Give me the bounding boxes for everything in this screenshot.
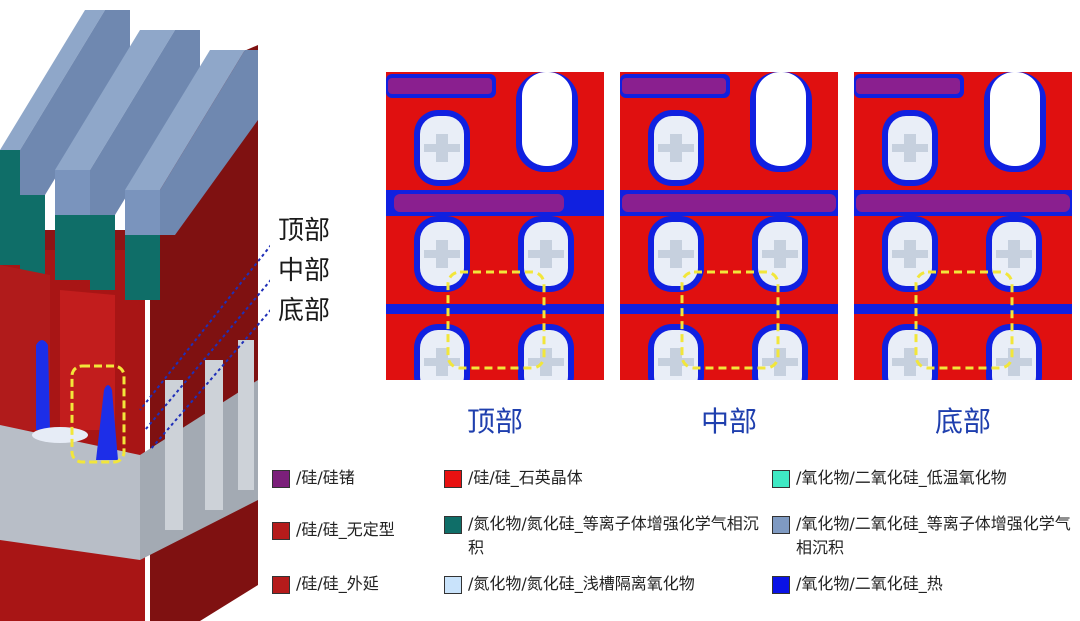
panel-caption-top: 顶部 <box>466 405 523 438</box>
u-opening <box>756 72 806 166</box>
legend-item: /氧化物/二氧化硅_低温氧化物 <box>772 466 1072 490</box>
gate-body-2 <box>60 290 115 430</box>
material-legend: /硅/硅锗 /硅/硅_石英晶体 /氧化物/二氧化硅_低温氧化物 /硅/硅_无定型… <box>272 466 1072 616</box>
level-indicator-lines <box>139 244 270 451</box>
legend-label: /硅/硅_石英晶体 <box>468 468 583 487</box>
u-opening <box>990 72 1040 166</box>
legend-swatch <box>772 516 790 534</box>
fin-cell <box>518 324 574 380</box>
cross-section-panel-top <box>386 72 604 380</box>
fin-cell <box>414 324 470 380</box>
lower-oxide-line <box>620 304 838 314</box>
top-rail-sige <box>856 78 960 94</box>
blue-oxide-liner <box>32 340 118 460</box>
fin-cell <box>518 216 574 292</box>
legend-label: /氧化物/二氧化硅_等离子体增强化学气相沉积 <box>796 514 1071 557</box>
legend-swatch <box>272 522 290 540</box>
middle-bar-sige <box>622 194 836 212</box>
cross-section-panel-middle <box>620 72 838 380</box>
legend-label: /硅/硅_无定型 <box>296 520 395 539</box>
panel-caption-middle: 中部 <box>700 405 757 438</box>
legend-item: /硅/硅锗 <box>272 466 437 490</box>
gate-stack-1 <box>0 10 130 275</box>
legend-item: /氧化物/二氧化硅_热 <box>772 572 1072 596</box>
fin-cell <box>752 216 808 292</box>
gate-stack-3 <box>125 50 258 300</box>
middle-bar-sige <box>856 194 1070 212</box>
gate-stack-2 <box>55 30 200 290</box>
lower-oxide-line <box>386 304 604 314</box>
level-label-top: 顶部 <box>278 216 331 246</box>
legend-item: /硅/硅_无定型 <box>272 518 437 542</box>
legend-swatch <box>772 470 790 488</box>
level-label-middle: 中部 <box>278 256 331 286</box>
top-rail-sige <box>388 78 492 94</box>
middle-bar-sige <box>394 194 564 212</box>
legend-label: /氧化物/二氧化硅_热 <box>796 574 943 593</box>
legend-item: /氮化物/氮化硅_等离子体增强化学气相沉积 <box>444 512 764 560</box>
fin-cell <box>882 216 938 292</box>
legend-swatch <box>272 470 290 488</box>
top-rail-sige <box>622 78 726 94</box>
fin-cell <box>882 324 938 380</box>
fin-cell <box>986 216 1042 292</box>
fin-cell <box>414 110 470 186</box>
fin-cell <box>752 324 808 380</box>
fin-cell <box>986 324 1042 380</box>
fin-cell <box>882 110 938 186</box>
legend-label: /硅/硅_外延 <box>296 574 379 593</box>
legend-label: /硅/硅锗 <box>296 468 355 487</box>
trench-columns <box>165 340 254 530</box>
fin-cell <box>648 110 704 186</box>
legend-swatch <box>444 576 462 594</box>
legend-item: /氧化物/二氧化硅_等离子体增强化学气相沉积 <box>772 512 1072 560</box>
legend-label: /氮化物/氮化硅_浅槽隔离氧化物 <box>468 574 695 593</box>
legend-label: /氮化物/氮化硅_等离子体增强化学气相沉积 <box>468 514 759 557</box>
legend-item: /硅/硅_外延 <box>272 572 437 596</box>
legend-item: /氮化物/氮化硅_浅槽隔离氧化物 <box>444 572 764 596</box>
legend-label: /氧化物/二氧化硅_低温氧化物 <box>796 468 1007 487</box>
lower-oxide-line <box>854 304 1072 314</box>
level-label-bottom: 底部 <box>278 296 331 326</box>
u-opening <box>522 72 572 166</box>
fin-cell <box>414 216 470 292</box>
device-3d-structure <box>0 10 270 621</box>
legend-swatch <box>444 470 462 488</box>
panel-caption-bottom: 底部 <box>934 405 991 438</box>
fin-cell <box>648 216 704 292</box>
cross-section-panel-bottom <box>854 72 1072 380</box>
legend-item: /硅/硅_石英晶体 <box>444 466 764 490</box>
legend-swatch <box>272 576 290 594</box>
highlight-box-3d <box>70 364 126 464</box>
fin-cell <box>648 324 704 380</box>
legend-swatch <box>772 576 790 594</box>
legend-swatch <box>444 516 462 534</box>
